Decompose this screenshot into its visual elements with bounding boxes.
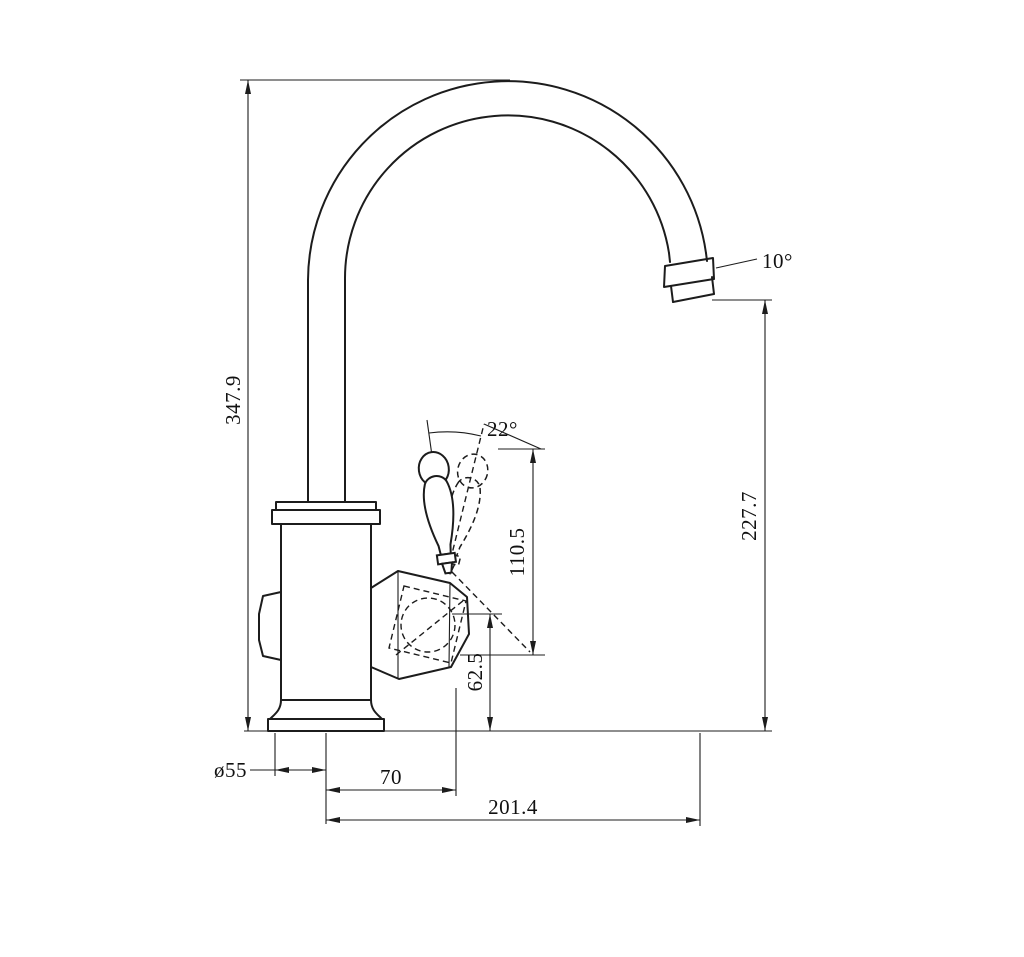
valve-body	[370, 570, 470, 680]
dim-label-total-height: 347.9	[221, 375, 245, 425]
body-column	[280, 523, 372, 701]
valve-left-cap	[258, 591, 282, 661]
arrowheads	[245, 80, 768, 823]
faucet-outline	[258, 80, 715, 732]
dimension-labels: 347.9 227.7 110.5 62.5 22° 10° ø55 70 20…	[214, 249, 793, 819]
dim-label-side-outlet-height: 62.5	[463, 653, 487, 692]
leader-spout-tip-angle	[715, 258, 758, 269]
body-collar	[271, 501, 381, 525]
spout-inner-arc	[343, 114, 670, 281]
dim-label-handle-swing-angle: 22°	[487, 417, 518, 441]
dim-label-spout-reach: 201.4	[488, 795, 538, 819]
dim-label-spout-outlet-height: 227.7	[737, 491, 761, 541]
dim-label-spout-tip-angle: 10°	[762, 249, 793, 273]
spout-tip	[663, 252, 715, 303]
dim-label-base-diameter: ø55	[214, 758, 247, 782]
base-plate	[267, 718, 385, 732]
dim-label-handle-height: 110.5	[505, 528, 529, 577]
aerator-band	[663, 257, 715, 288]
spout-outer-arc	[307, 80, 707, 281]
extension-lines	[240, 79, 772, 826]
dim-label-handle-offset: 70	[380, 765, 402, 789]
spout-end-face	[672, 293, 715, 303]
dimension-lines	[247, 80, 766, 821]
valve-dashed-details	[388, 585, 467, 664]
